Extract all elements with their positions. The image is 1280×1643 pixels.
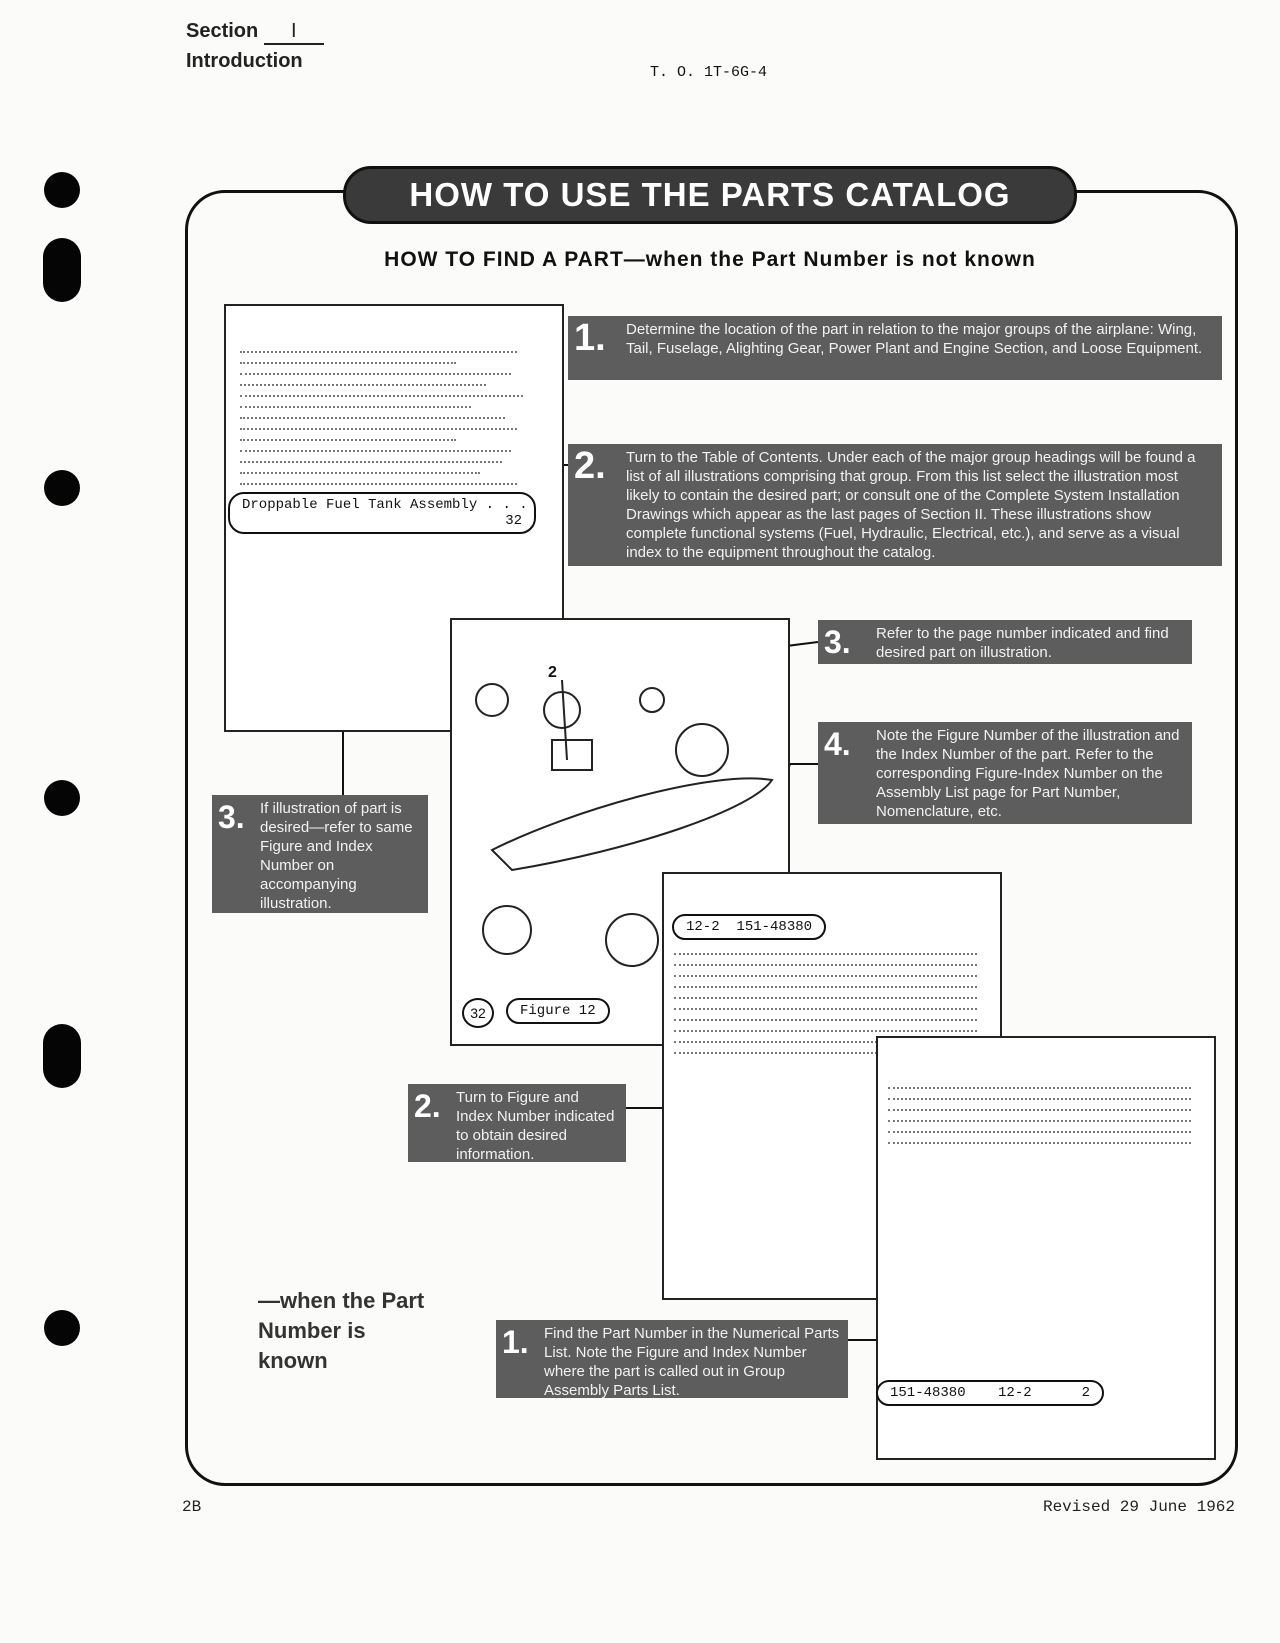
binder-hole <box>44 470 80 506</box>
binder-hole <box>44 172 80 208</box>
known-heading: —when the Part Number is known <box>258 1288 425 1373</box>
binder-hole <box>44 780 80 816</box>
page-subtitle: HOW TO FIND A PART—when the Part Number … <box>384 248 1036 271</box>
step-number: 3. <box>218 799 245 835</box>
step-text: Refer to the page number indicated and f… <box>876 625 1169 661</box>
to-number: T. O. 1T-6G-4 <box>650 64 768 81</box>
section-number: I <box>263 20 324 45</box>
step-number: 3. <box>824 624 851 660</box>
step-number: 2. <box>574 445 606 487</box>
revision-date: Revised 29 June 1962 <box>1042 1498 1235 1516</box>
step-text: If illustration of part is desired—refer… <box>260 800 413 912</box>
step-number: 1. <box>574 317 606 359</box>
binder-hole <box>44 1310 80 1346</box>
figure-label-callout: Figure 12 <box>506 998 610 1024</box>
step-number: 1. <box>502 1324 529 1360</box>
step-text: Note the Figure Number of the illustrati… <box>876 727 1180 820</box>
figure-index-ref: 12-2 <box>998 1385 1032 1401</box>
page-number: 2B <box>182 1498 202 1516</box>
step-text: Turn to Figure and Index Number indicate… <box>456 1089 615 1163</box>
exploded-view-drawing <box>475 679 774 967</box>
toc-entry-page: 32 <box>505 513 522 529</box>
binder-hole <box>43 238 81 302</box>
step-box-4: 4. Note the Figure Number of the illustr… <box>818 722 1192 824</box>
section-label: Section <box>186 20 259 42</box>
step-box-2: 2. Turn to the Table of Contents. Under … <box>568 444 1222 566</box>
step-text: Find the Part Number in the Numerical Pa… <box>544 1325 840 1399</box>
page-banner: HOW TO USE THE PARTS CATALOG <box>343 166 1077 224</box>
numerical-ref-callout: 151-48380 12-2 2 <box>876 1380 1104 1406</box>
section-line: Section I <box>186 20 324 45</box>
toc-entry-callout: Droppable Fuel Tank Assembly . . . 32 <box>228 492 536 534</box>
figure-page-callout: 32 <box>462 998 494 1028</box>
toc-entry-text: Droppable Fuel Tank Assembly . . . <box>242 497 528 513</box>
known-step-box-1: 1. Find the Part Number in the Numerical… <box>496 1320 848 1399</box>
part-number-ref: 151-48380 <box>736 919 813 935</box>
part-number-ref: 151-48380 <box>890 1385 966 1401</box>
step-box-1: 1. Determine the location of the part in… <box>568 316 1222 380</box>
step-text: Turn to the Table of Contents. Under eac… <box>626 449 1196 561</box>
figure-index-ref: 12-2 <box>686 919 720 935</box>
quantity-ref: 2 <box>1081 1385 1090 1401</box>
section-title: Introduction <box>186 50 303 72</box>
step-number: 2. <box>414 1088 441 1124</box>
binder-hole <box>43 1024 81 1088</box>
step-box-3: 3. Refer to the page number indicated an… <box>818 620 1192 664</box>
assembly-ref-callout: 12-2 151-48380 <box>672 914 827 940</box>
step-text: Determine the location of the part in re… <box>626 321 1203 357</box>
step-number: 4. <box>824 726 851 762</box>
index-number-label: 2 <box>548 664 557 681</box>
known-step-box-2: 2. Turn to Figure and Index Number indic… <box>408 1084 626 1163</box>
known-step-box-3: 3. If illustration of part is desired—re… <box>212 795 428 913</box>
